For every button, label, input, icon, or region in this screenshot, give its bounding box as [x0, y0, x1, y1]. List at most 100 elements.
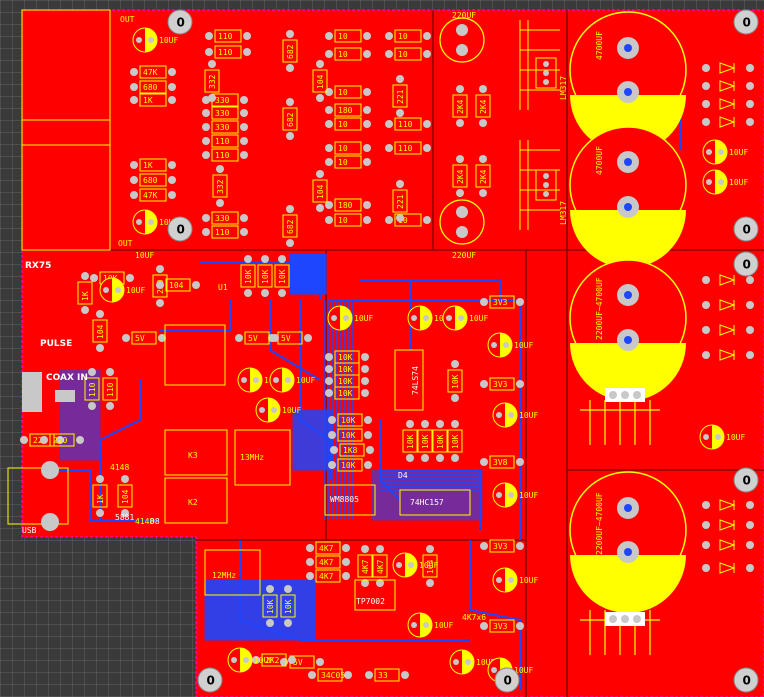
resistor-v13[interactable]: 1K: [77, 272, 93, 314]
resistor-b12[interactable]: 180: [325, 103, 371, 117]
resistor-v20[interactable]: 10K: [257, 255, 273, 297]
resistor-b16[interactable]: 180: [325, 198, 371, 212]
part-h8[interactable]: 4K7: [306, 555, 350, 569]
resistor-v8[interactable]: 2K4: [475, 85, 491, 127]
resistor-v25[interactable]: 10K: [432, 420, 448, 462]
part-h13[interactable]: 220: [40, 433, 84, 447]
resistor-v9[interactable]: 2K4: [452, 155, 468, 197]
part-h2[interactable]: 10K: [325, 374, 369, 388]
resistor-v21[interactable]: 10K: [274, 255, 290, 297]
resistor-v27[interactable]: 10K: [262, 585, 278, 627]
resistor-v23[interactable]: 10K: [402, 420, 418, 462]
diode-1-0[interactable]: [702, 274, 754, 286]
part-h6[interactable]: 10K: [328, 458, 372, 472]
resistor-v31[interactable]: 104: [422, 545, 438, 587]
resistor-b10[interactable]: 10: [325, 47, 371, 61]
cap-c3[interactable]: 2200UF~4700UF: [569, 259, 687, 401]
diode-1-2[interactable]: [702, 324, 754, 336]
part-h19[interactable]: 3V3: [480, 377, 524, 391]
cap-small-12[interactable]: 10UF: [492, 567, 538, 593]
part-h23[interactable]: 1K8: [330, 443, 374, 457]
cap-small-5[interactable]: 10UF: [442, 305, 488, 331]
relay-k3[interactable]: K3: [164, 429, 228, 476]
resistor-a3[interactable]: 1K: [130, 158, 176, 172]
resistor-b4[interactable]: 330: [202, 120, 248, 134]
resistor-v14[interactable]: 104: [92, 310, 108, 352]
diode-2-1[interactable]: [702, 519, 754, 531]
resistor-a0[interactable]: 47K: [130, 65, 176, 79]
resistor-v11[interactable]: 332: [212, 165, 228, 207]
part-h14[interactable]: 5V: [122, 331, 166, 345]
relay-k2[interactable]: K2: [164, 477, 228, 524]
cap-small-2[interactable]: 10UF: [99, 277, 145, 303]
resistor-v0[interactable]: 682: [282, 30, 298, 72]
resistor-b17[interactable]: 10: [325, 213, 371, 227]
ic-u1[interactable]: U1: [164, 283, 228, 386]
part-h22[interactable]: 3V3: [480, 619, 524, 633]
resistor-v6[interactable]: 221: [392, 180, 408, 222]
resistor-v3[interactable]: 104: [312, 60, 328, 102]
ic-74ls74[interactable]: 74LS74: [394, 349, 424, 411]
ic-tp7002[interactable]: TP7002: [354, 579, 396, 611]
resistor-b3[interactable]: 330: [202, 106, 248, 120]
resistor-b8[interactable]: 110: [202, 225, 248, 239]
cap-small-18[interactable]: 10UF: [702, 139, 748, 165]
resistor-v2[interactable]: 682: [282, 205, 298, 247]
resistor-b19[interactable]: 10: [385, 47, 431, 61]
part-h3[interactable]: 10K: [325, 386, 369, 400]
resistor-v28[interactable]: 10K: [280, 585, 296, 627]
part-h24[interactable]: 33: [365, 668, 409, 682]
diode-0-0[interactable]: [702, 62, 754, 74]
cap-small-3[interactable]: 10UF: [327, 305, 373, 331]
diode-2-2[interactable]: [702, 539, 754, 551]
cap-small-17[interactable]: 10UF: [227, 647, 273, 673]
cap-small-1[interactable]: 10UF: [132, 209, 178, 235]
resistor-b5[interactable]: 110: [202, 134, 248, 148]
cap-small-13[interactable]: 10UF: [392, 552, 438, 578]
diode-0-1[interactable]: [702, 80, 754, 92]
ic-74hc157[interactable]: 74HC157: [399, 489, 471, 516]
part-h10[interactable]: 104: [156, 278, 200, 292]
resistor-b14[interactable]: 10: [325, 141, 371, 155]
cap-small-10[interactable]: 10UF: [492, 402, 538, 428]
part-h21[interactable]: 3V3: [480, 539, 524, 553]
cap-small-14[interactable]: 10UF: [407, 612, 453, 638]
part-h20[interactable]: 3V8: [480, 455, 524, 469]
resistor-b7[interactable]: 330: [202, 211, 248, 225]
part-h16[interactable]: 5V: [235, 331, 279, 345]
lm317-mid[interactable]: LM317: [580, 377, 660, 445]
diode-1-3[interactable]: [702, 349, 754, 361]
cap-c4[interactable]: 2200UF~4700UF: [569, 471, 687, 613]
diode-2-3[interactable]: [702, 562, 754, 574]
resistor-v18[interactable]: 104: [117, 475, 133, 517]
reg-7808[interactable]: 7808: [580, 599, 660, 655]
crystal-13mhz[interactable]: 13MHz: [234, 429, 291, 486]
resistor-v5[interactable]: 221: [392, 75, 408, 117]
resistor-v4[interactable]: 104: [312, 170, 328, 212]
diode-1-1[interactable]: [702, 299, 754, 311]
crystal-12mhz[interactable]: 12MHz: [204, 549, 261, 596]
resistor-b0[interactable]: 110: [205, 29, 251, 43]
resistor-a5[interactable]: 47K: [130, 188, 176, 202]
resistor-v1[interactable]: 682: [282, 98, 298, 140]
resistor-b13[interactable]: 10: [325, 117, 371, 131]
cap-220uf-top[interactable]: 220UF: [439, 11, 485, 63]
cap-small-20[interactable]: 10UF: [699, 424, 745, 450]
resistor-b9[interactable]: 10: [325, 29, 371, 43]
cap-small-0[interactable]: 10UF: [132, 27, 178, 53]
resistor-a1[interactable]: 680: [130, 80, 176, 94]
cap-small-9[interactable]: 10UF: [255, 397, 301, 423]
cap-small-6[interactable]: 10UF: [487, 332, 533, 358]
resistor-b6[interactable]: 110: [202, 148, 248, 162]
part-h4[interactable]: 10K: [328, 413, 372, 427]
part-h9[interactable]: 4K7: [306, 569, 350, 583]
resistor-v10[interactable]: 2K4: [475, 155, 491, 197]
cap-small-8[interactable]: 10UF: [269, 367, 315, 393]
coax-in-connector[interactable]: COAX IN: [22, 372, 88, 412]
resistor-v29[interactable]: 4K7: [357, 545, 373, 587]
resistor-b15[interactable]: 10: [325, 155, 371, 169]
diode-0-3[interactable]: [702, 116, 754, 128]
lm317-top[interactable]: LM317: [519, 20, 568, 110]
